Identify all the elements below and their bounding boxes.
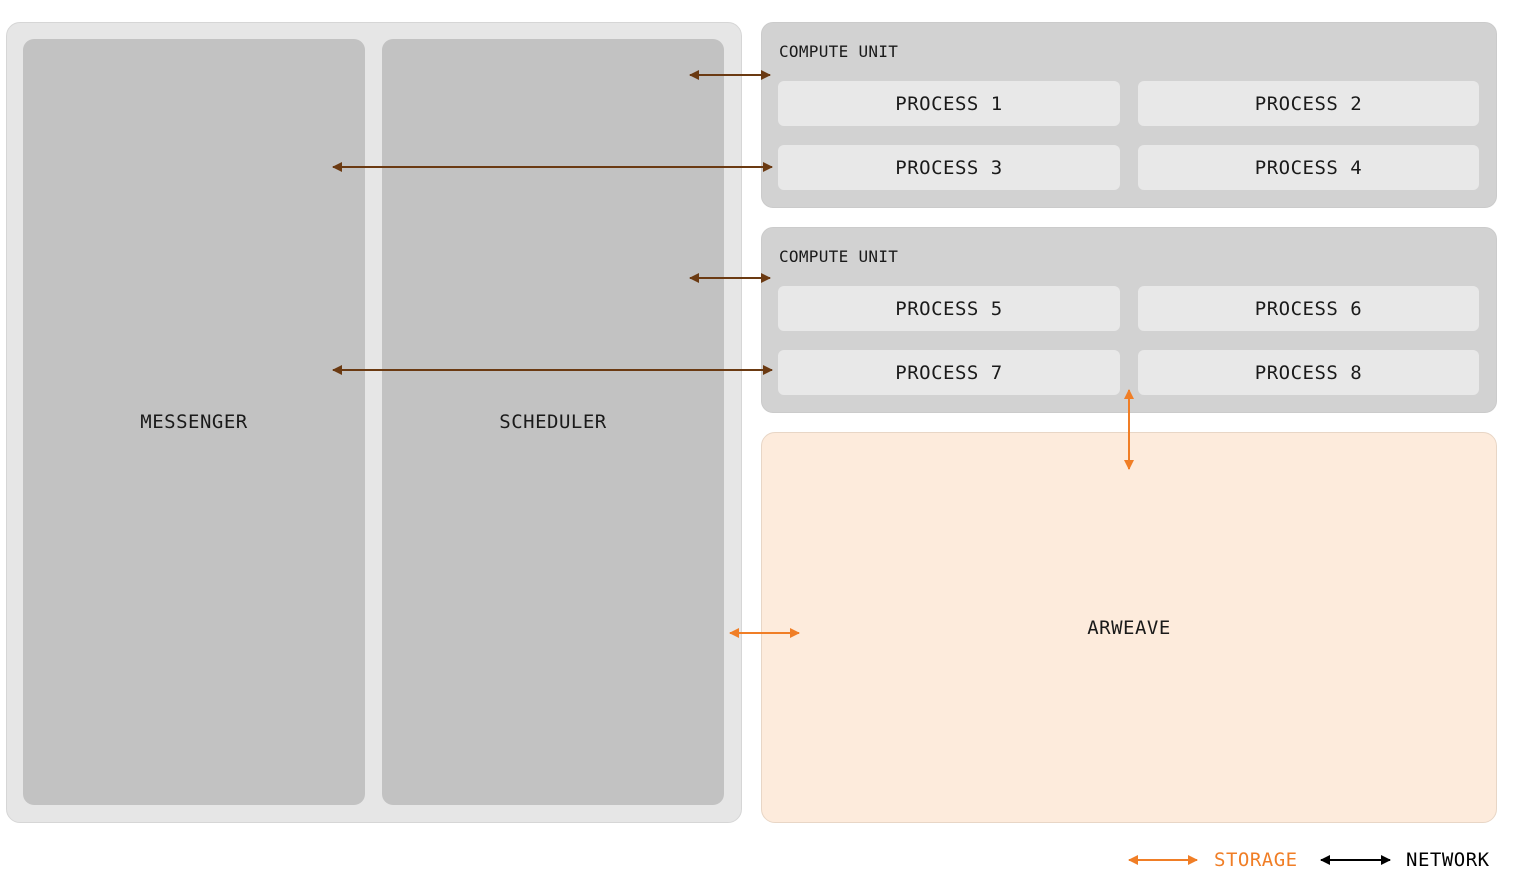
process-2: PROCESS 2	[1138, 81, 1479, 126]
legend-storage-label: STORAGE	[1214, 849, 1298, 871]
process-8: PROCESS 8	[1138, 350, 1479, 395]
arweave-block: ARWEAVE	[761, 432, 1497, 823]
process-1: PROCESS 1	[778, 81, 1120, 126]
process-3: PROCESS 3	[778, 145, 1120, 190]
scheduler-label: SCHEDULER	[499, 411, 607, 433]
messenger-block: MESSENGER	[23, 39, 365, 805]
process-4: PROCESS 4	[1138, 145, 1479, 190]
compute-unit-2-title: COMPUTE UNIT	[779, 247, 899, 266]
process-6: PROCESS 6	[1138, 286, 1479, 331]
process-5: PROCESS 5	[778, 286, 1120, 331]
legend-network-label: NETWORK	[1406, 849, 1490, 871]
messenger-label: MESSENGER	[140, 411, 248, 433]
process-7: PROCESS 7	[778, 350, 1120, 395]
compute-unit-1-title: COMPUTE UNIT	[779, 42, 899, 61]
